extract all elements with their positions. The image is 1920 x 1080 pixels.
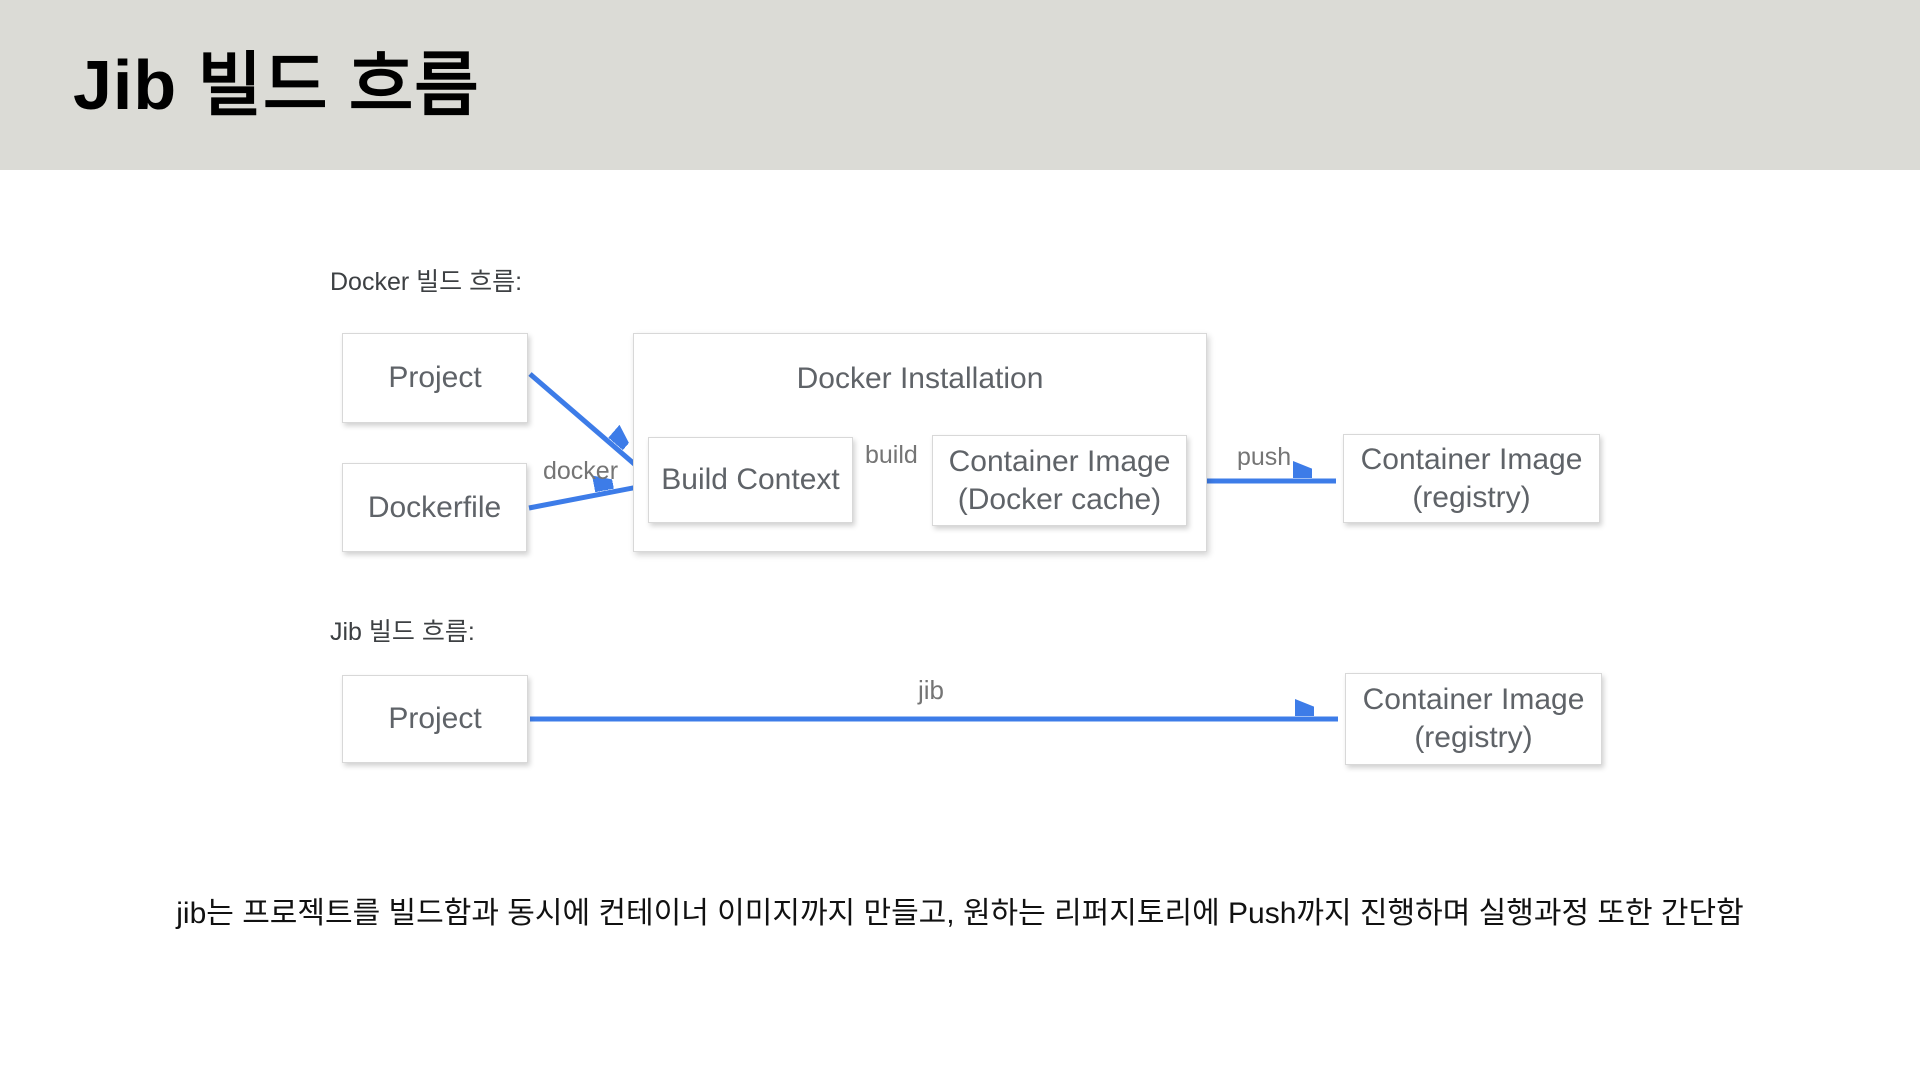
slide-title: Jib 빌드 흐름	[73, 46, 480, 124]
arrow-dockerfile-to-build-context	[528, 487, 639, 511]
project-label: Project	[388, 361, 482, 394]
registry-box-line2: (registry)	[1412, 480, 1531, 514]
registry-jib-line2: (registry)	[1414, 721, 1533, 754]
build-context-box: Build Context	[648, 437, 853, 523]
title-header-bar	[0, 0, 1920, 170]
dockerfile-label: Dockerfile	[367, 490, 502, 524]
docker-installation-label: Docker Installation	[796, 362, 1044, 395]
project-label-jib: Project	[388, 702, 482, 735]
container-image-cache-box: Container Image (Docker cache)	[932, 435, 1187, 526]
docker-edge-label: docker	[543, 457, 619, 485]
build-edge-label: build	[865, 441, 918, 469]
registry-jib-line1: Container Image	[1362, 683, 1585, 716]
container-image-registry-box-jib-flow: Container Image (registry)	[1345, 673, 1602, 765]
container-image-registry-box-docker-flow: Container Image (registry)	[1343, 434, 1600, 523]
cache-box-line1: Container Image	[948, 444, 1171, 478]
build-context-label: Build Context	[661, 463, 840, 496]
docker-flow-label: Docker 빌드 흐름:	[330, 268, 523, 296]
slide-caption: jib는 프로젝트를 빌드함과 동시에 컨테이너 이미지까지 만들고, 원하는 …	[176, 897, 1744, 930]
push-edge-label: push	[1237, 443, 1292, 471]
arrow-project-to-build-context	[528, 372, 641, 470]
jib-edge-label: jib	[918, 675, 945, 705]
cache-box-line2: (Docker cache)	[957, 482, 1162, 516]
registry-box-line1: Container Image	[1360, 442, 1583, 476]
project-box-docker-flow: Project	[342, 333, 528, 423]
project-box-jib-flow: Project	[342, 675, 528, 763]
dockerfile-box: Dockerfile	[342, 463, 527, 552]
jib-flow-label: Jib 빌드 흐름:	[330, 618, 475, 646]
